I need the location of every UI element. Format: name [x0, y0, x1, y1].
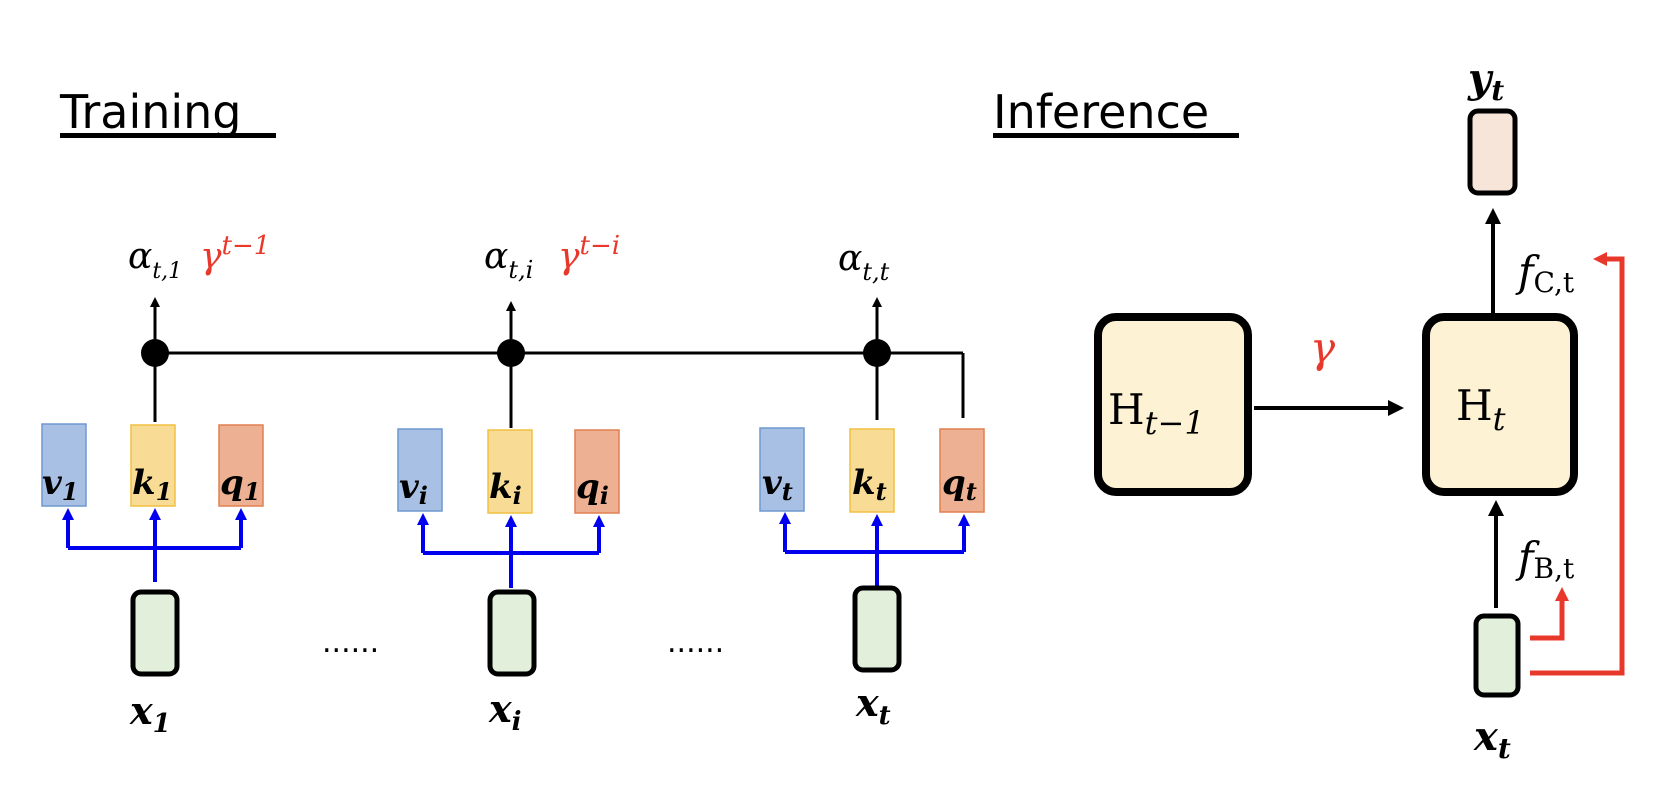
current-state-label: Ht: [1456, 381, 1506, 438]
query-vector-box: [574, 429, 620, 514]
decay-factor-label: γt−1: [200, 231, 270, 277]
ellipsis: ......: [667, 625, 724, 660]
aggregation-node: [497, 339, 525, 367]
input-label: xi: [488, 686, 522, 737]
inference-section: Inference Ht−1 γ Ht yt fC,t fB,t xt: [993, 55, 1625, 765]
key-vector-box: [487, 429, 533, 514]
token-group-i: αt,i γt−i vi ki qi xi: [397, 231, 620, 737]
output-token-box: [1467, 108, 1518, 196]
ellipsis: ......: [322, 625, 379, 660]
input-token-box: [130, 589, 180, 677]
alpha-label: αt,i: [484, 236, 533, 284]
query-label: qt: [942, 463, 977, 506]
query-vector-box: [218, 424, 264, 507]
f-c-red-connector: [1530, 256, 1625, 676]
previous-state-box: [1094, 313, 1252, 496]
f-c-label: fC,t: [1515, 247, 1575, 299]
current-state-box: [1422, 313, 1578, 496]
key-vector-box: [130, 424, 176, 507]
aggregation-node: [141, 339, 169, 367]
training-title-underline: [60, 133, 276, 138]
f-b-label: fB,t: [1515, 533, 1575, 585]
aggregation-node: [863, 339, 891, 367]
value-vector-box: [41, 423, 87, 507]
training-title: Training: [59, 85, 242, 139]
input-token-box: [1473, 613, 1521, 698]
value-label: vi: [399, 467, 428, 510]
input-token-box: [487, 589, 537, 677]
value-vector-box: [759, 427, 805, 512]
input-label: xt: [1473, 713, 1511, 765]
previous-state-label: Ht−1: [1108, 385, 1205, 442]
token-group-1: αt,1 γt−1 v1 k1 q1 x1: [41, 231, 270, 739]
value-label: vt: [762, 463, 793, 506]
value-label: v1: [42, 463, 78, 506]
output-label: yt: [1467, 55, 1504, 107]
inference-title: Inference: [993, 85, 1209, 139]
query-label: q1: [220, 463, 260, 506]
key-label: kt: [852, 463, 887, 506]
key-vector-box: [849, 428, 895, 513]
decay-factor-label: γt−i: [558, 231, 620, 277]
training-section: Training αt,1 γt−1 v1 k1 q1 x1: [41, 85, 985, 739]
f-b-red-connector: [1530, 600, 1565, 641]
alpha-label: αt,t: [838, 238, 890, 286]
inference-title-underline: [993, 133, 1239, 138]
value-vector-box: [397, 428, 443, 512]
key-label: ki: [489, 467, 522, 510]
input-token-box: [852, 585, 902, 673]
key-label: k1: [132, 463, 172, 506]
input-label: x1: [129, 688, 171, 739]
decay-gamma-label: γ: [1310, 323, 1336, 372]
alpha-label: αt,1: [128, 236, 182, 284]
query-vector-box: [939, 428, 985, 513]
query-label: qi: [576, 467, 609, 510]
input-label: xt: [855, 680, 891, 731]
token-group-t: αt,t vt kt qt xt: [759, 238, 985, 731]
